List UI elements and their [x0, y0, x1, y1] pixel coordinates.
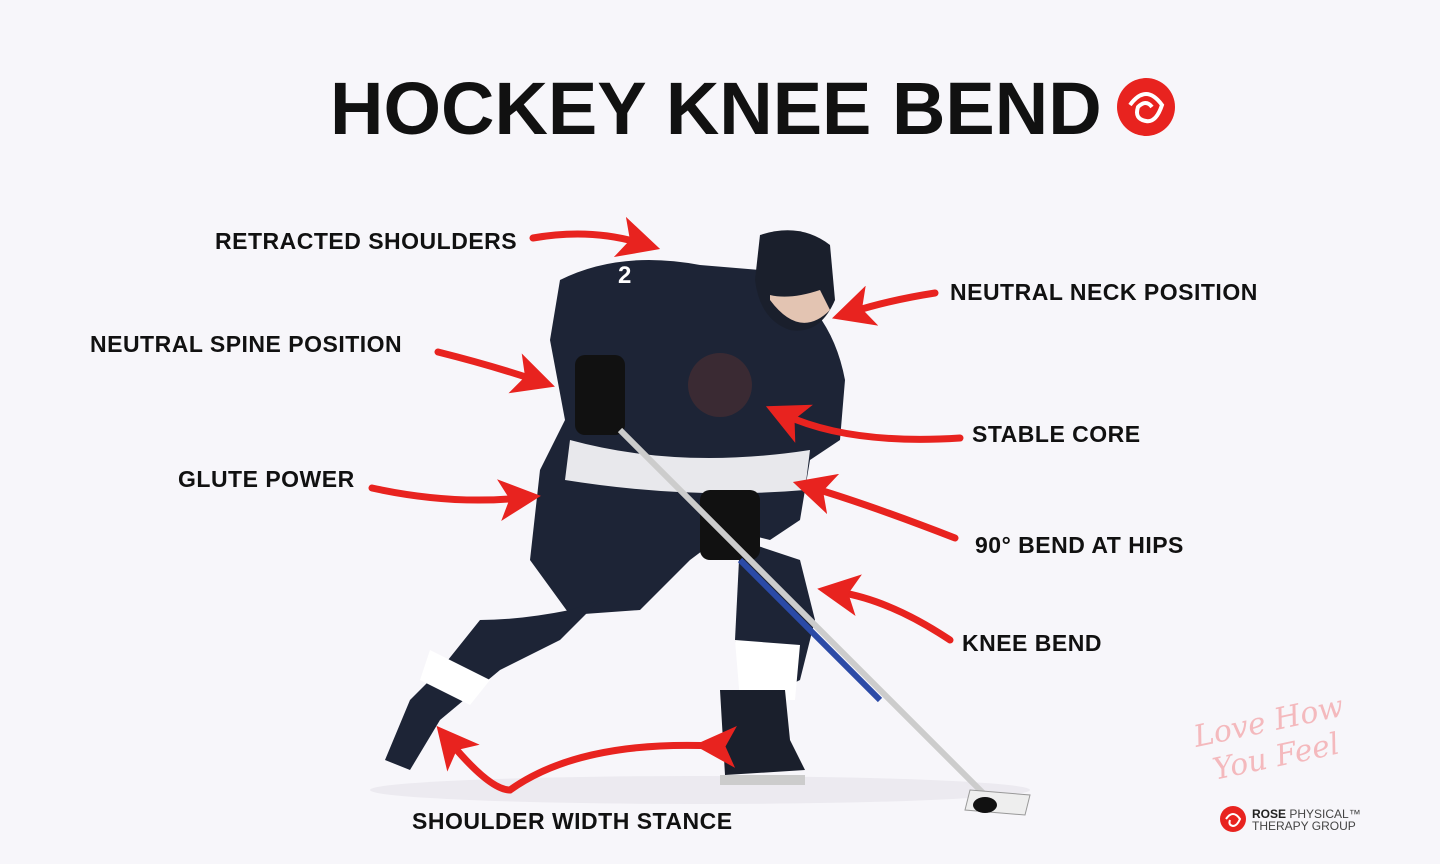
arrow-glute-power: [368, 479, 541, 521]
label-glute-power: GLUTE POWER: [178, 466, 355, 492]
arrow-retracted-shoulders: [529, 216, 661, 258]
arrow-stable-core: [765, 404, 964, 443]
label-stable-core: STABLE CORE: [972, 421, 1141, 447]
arrow-neutral-spine: [434, 348, 555, 394]
tagline-watermark: Love How You Feel: [1190, 688, 1347, 788]
rose-logo-small-icon: [1220, 806, 1246, 832]
jersey-number: 2: [618, 262, 632, 289]
rose-logo-icon: [1117, 78, 1175, 136]
arrow-neutral-neck: [831, 285, 939, 326]
label-retracted-shoulders: RETRACTED SHOULDERS: [215, 228, 518, 254]
label-neutral-neck: NEUTRAL NECK POSITION: [950, 279, 1258, 305]
label-stance: SHOULDER WIDTH STANCE: [412, 808, 733, 834]
label-knee-bend: KNEE BEND: [962, 630, 1102, 656]
label-neutral-spine: NEUTRAL SPINE POSITION: [90, 331, 403, 357]
brand-name: ROSE PHYSICAL™ THERAPY GROUP: [1252, 807, 1361, 833]
label-hip-bend: 90° BEND AT HIPS: [975, 532, 1184, 558]
page-title: HOCKEY KNEE BEND: [330, 67, 1102, 150]
arrow-knee-bend: [817, 574, 954, 644]
hockey-player-image: [370, 230, 1031, 816]
arrow-stance: [436, 725, 737, 794]
arrow-hip-bend: [792, 473, 959, 542]
